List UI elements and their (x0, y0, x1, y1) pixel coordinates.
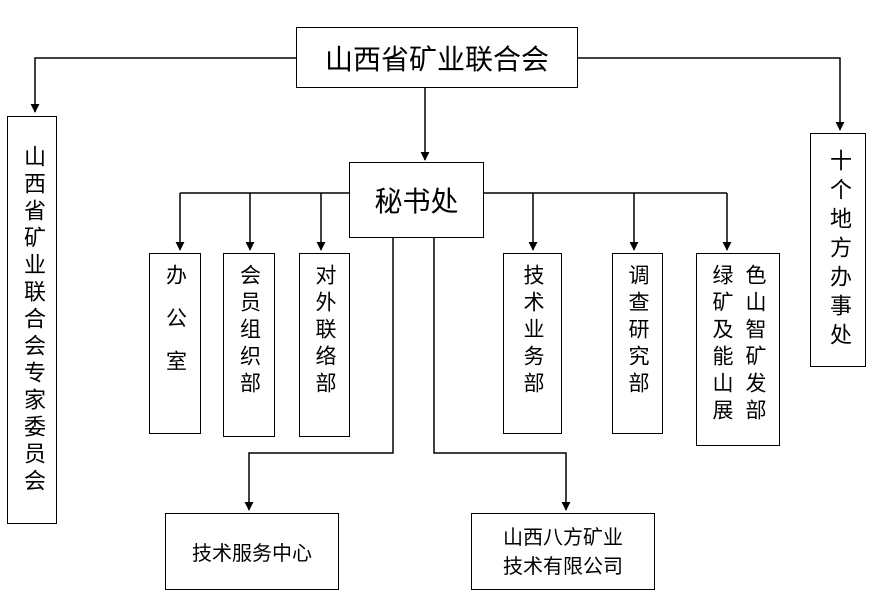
connector-tech-service (244, 238, 394, 511)
connector-root-offices (578, 57, 845, 131)
survey-research-label: 调查研究部 (626, 264, 650, 399)
green-mining-columns: 绿矿及能山展 色山智矿发部 (710, 264, 767, 426)
tech-business-label: 技术业务部 (521, 264, 545, 399)
expert-committee-text: 山西省矿业联合会专家委员会 (20, 144, 45, 496)
connector-root-expert (30, 57, 296, 113)
office-node: 办公室 (149, 253, 201, 434)
tech-business-node: 技术业务部 (503, 253, 562, 434)
green-mining-node: 绿矿及能山展 色山智矿发部 (696, 253, 780, 446)
bafang-line2: 技术有限公司 (503, 553, 623, 578)
root-label: 山西省矿业联合会 (324, 42, 549, 76)
external-liaison-node: 对外联络部 (299, 253, 350, 437)
bafang-line1: 山西八方矿业 (503, 524, 623, 549)
tech-service-center-label: 技术服务中心 (192, 541, 312, 565)
root-node: 山西省矿业联合会 (296, 27, 578, 88)
tech-service-center-node: 技术服务中心 (165, 513, 339, 590)
survey-research-node: 调查研究部 (612, 253, 663, 434)
green-mining-col2: 色山智矿发部 (743, 264, 767, 426)
secretariat-label: 秘书处 (374, 185, 459, 218)
connector-bafang (433, 238, 571, 511)
office-label: 办公室 (163, 264, 188, 393)
external-liaison-label: 对外联络部 (313, 264, 337, 399)
green-mining-col1: 绿矿及能山展 (710, 264, 734, 426)
secretariat-node: 秘书处 (349, 162, 484, 238)
expert-committee-label: 山西省矿业联合会专家委员会 (20, 144, 45, 496)
expert-committee-node: 山西省矿业联合会专家委员会 (7, 116, 57, 524)
member-org-label: 会员组织部 (237, 264, 262, 399)
local-offices-label: 十个地方办事处 (826, 148, 851, 352)
local-offices-node: 十个地方办事处 (810, 133, 866, 367)
member-org-node: 会员组织部 (223, 253, 275, 437)
bafang-company-node: 山西八方矿业 技术有限公司 (471, 513, 655, 590)
